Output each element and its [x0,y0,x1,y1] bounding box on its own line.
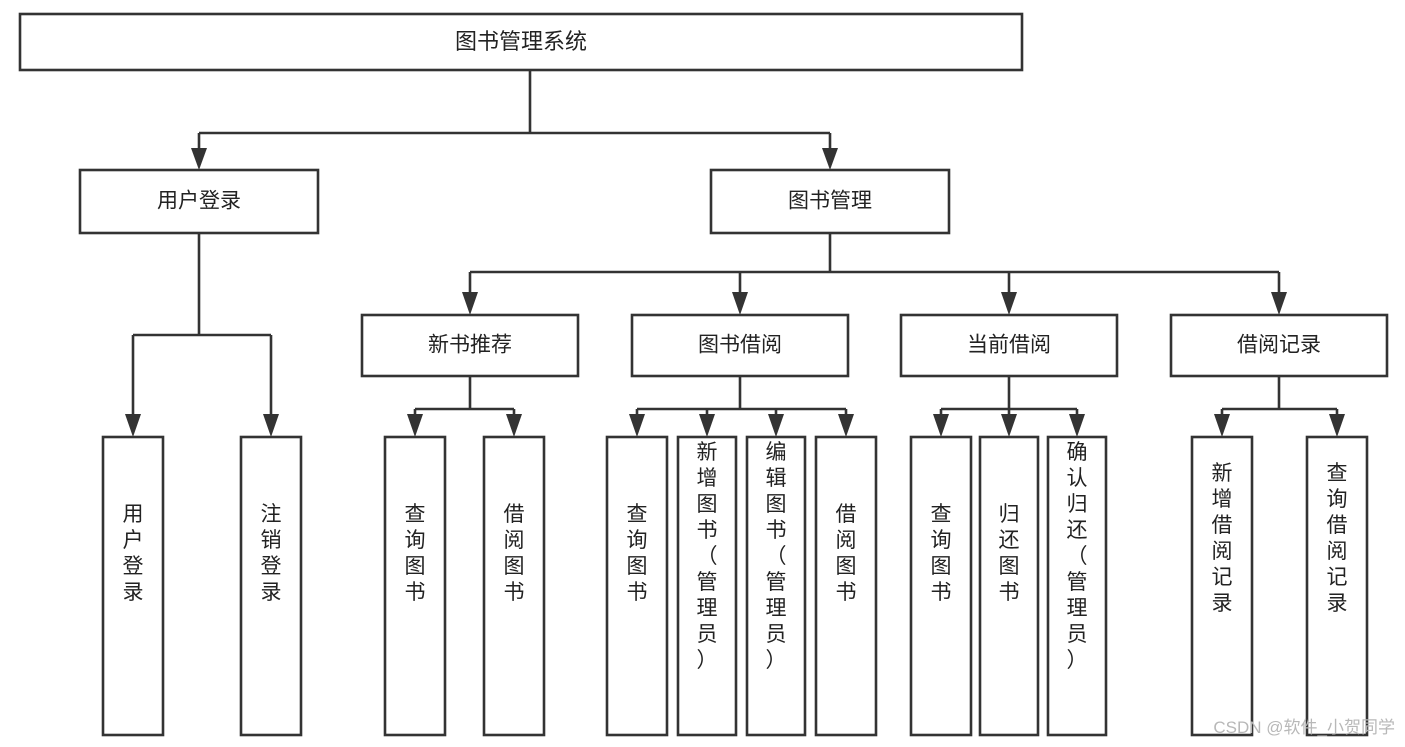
leaf-node-query-book-3-label: 查询图书 [931,503,952,604]
node-user-login-label: 用户登录 [157,190,241,213]
node-root-book-management-system[interactable]: 图书管理系统 [18,12,1024,72]
connector-bookmanage-to-level3 [462,233,1287,315]
connector-newbook-to-leaves [407,376,522,437]
leaf-node-query-book-3[interactable]: 查询图书 [909,435,973,737]
node-book-manage-label: 图书管理 [788,190,872,213]
leaf-node-query-book-2[interactable]: 查询图书 [605,435,669,737]
node-current-borrow[interactable]: 当前借阅 [899,313,1119,378]
connector-userlogin-to-leaves [125,233,279,437]
leaf-node-add-record-label: 新增借阅记录 [1212,462,1233,615]
leaf-node-query-record-label: 查询借阅记录 [1327,462,1348,615]
node-book-borrow-label: 图书借阅 [698,334,782,357]
leaf-node-query-book-1[interactable]: 查询图书 [383,435,447,737]
leaf-node-edit-book[interactable]: 编辑图书（管理员） [745,435,807,737]
leaf-node-borrow-book-2[interactable]: 借阅图书 [814,435,878,737]
leaf-node-add-record[interactable]: 新增借阅记录 [1190,435,1254,737]
node-book-manage[interactable]: 图书管理 [709,168,951,235]
leaf-node-add-book[interactable]: 新增图书（管理员） [676,435,738,737]
node-new-book-recommend-label: 新书推荐 [428,334,512,357]
node-user-login[interactable]: 用户登录 [78,168,320,235]
leaf-node-query-book-1-label: 查询图书 [405,503,426,604]
node-root-label: 图书管理系统 [455,29,587,54]
connector-currentborrow-to-leaves [933,376,1085,437]
connector-borrowrecord-to-leaves [1214,376,1345,437]
node-borrow-record-label: 借阅记录 [1237,334,1321,357]
node-book-borrow[interactable]: 图书借阅 [630,313,850,378]
csdn-watermark: CSDN @软件_小贺同学 [1213,718,1395,737]
node-borrow-record[interactable]: 借阅记录 [1169,313,1389,378]
connector-root-to-level2 [191,70,838,170]
node-current-borrow-label: 当前借阅 [967,334,1051,357]
leaf-node-query-book-2-label: 查询图书 [627,503,648,604]
leaf-node-user-login-label: 用户登录 [123,503,144,604]
connector-bookborrow-to-leaves [629,376,854,437]
leaf-node-confirm-return-label: 确认归还（管理员） [1067,441,1088,672]
leaf-node-borrow-book-1-label: 借阅图书 [504,503,525,604]
leaf-node-edit-book-label: 编辑图书（管理员） [766,441,787,672]
leaf-node-add-book-label: 新增图书（管理员） [697,441,718,672]
node-new-book-recommend[interactable]: 新书推荐 [360,313,580,378]
leaf-node-return-book-label: 归还图书 [999,503,1020,604]
leaf-node-logout[interactable]: 注销登录 [239,435,303,737]
leaf-node-query-record[interactable]: 查询借阅记录 [1305,435,1369,737]
leaf-node-user-login[interactable]: 用户登录 [101,435,165,737]
leaf-node-borrow-book-2-label: 借阅图书 [836,503,857,604]
leaf-node-logout-label: 注销登录 [261,503,282,604]
leaf-node-return-book[interactable]: 归还图书 [978,435,1040,737]
leaf-node-confirm-return[interactable]: 确认归还（管理员） [1046,435,1108,737]
leaf-node-borrow-book-1[interactable]: 借阅图书 [482,435,546,737]
